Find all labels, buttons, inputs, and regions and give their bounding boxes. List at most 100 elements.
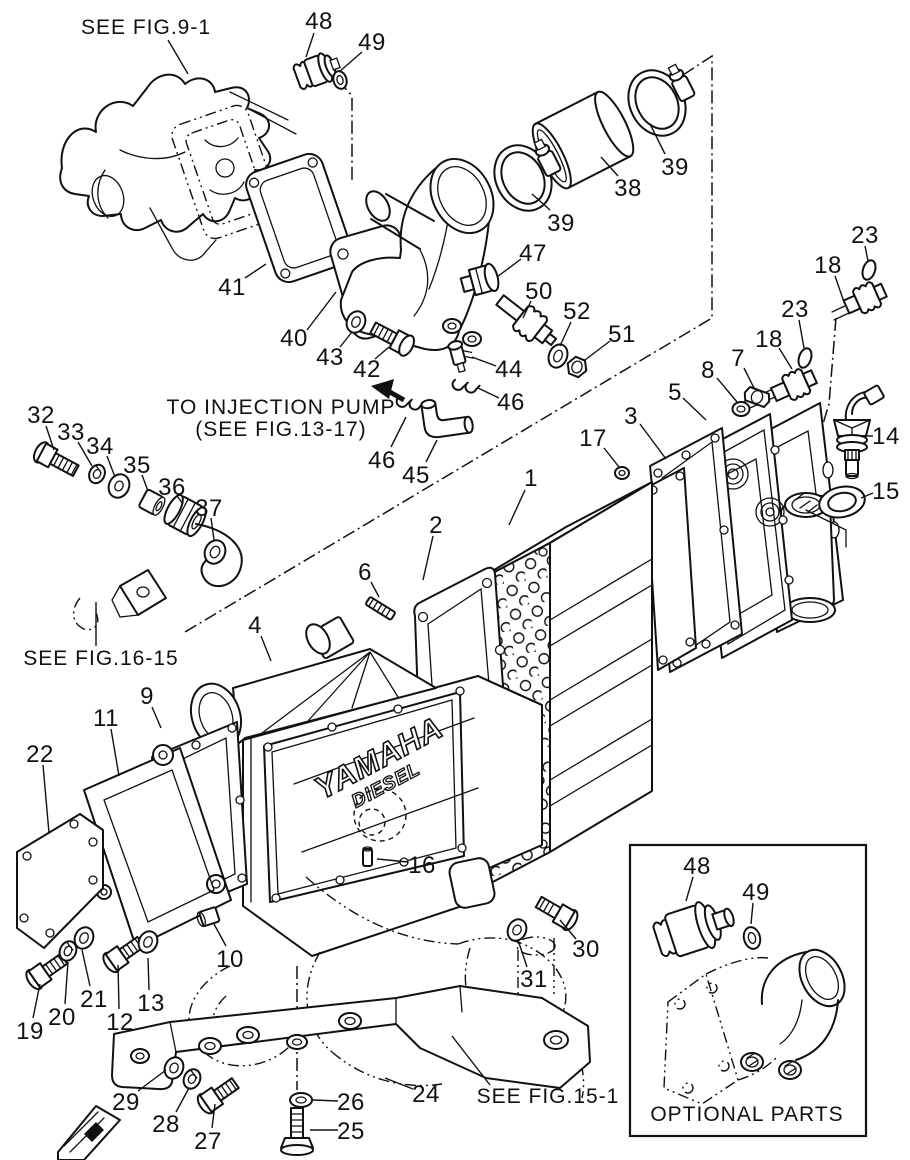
callout-leader-line <box>176 495 184 505</box>
part-number-callout: 14 <box>872 423 900 450</box>
part-number-callout: 19 <box>16 1018 44 1045</box>
gasket-15 <box>818 485 866 519</box>
callout-leader-line <box>531 193 551 211</box>
stud-6 <box>365 596 396 621</box>
spacer-35 <box>138 489 166 516</box>
callout-leader-line <box>151 706 162 729</box>
o-ring-23-top <box>861 259 877 281</box>
callout-leader-line <box>496 258 522 278</box>
corner-plate <box>57 1105 121 1160</box>
part-number-callout: 16 <box>408 852 436 879</box>
o-ring-17 <box>614 466 630 480</box>
bracket-24 <box>111 985 591 1091</box>
manifold-gasket-phantom <box>171 104 281 240</box>
callout-leader-line <box>743 367 755 389</box>
callout-leader-line <box>798 319 805 349</box>
part-number-callout: 1 <box>524 465 538 492</box>
callout-leader-line <box>45 425 55 451</box>
callout-leader-line <box>137 1069 167 1092</box>
part-number-callout: 15 <box>872 478 900 505</box>
fitting-18-top <box>831 281 888 321</box>
temp-sender-14 <box>833 384 885 480</box>
part-number-callout: 42 <box>353 356 381 383</box>
callout-leader-line <box>305 32 315 58</box>
exhaust-manifold-ref <box>59 73 297 261</box>
callout-leader-line <box>522 300 532 319</box>
part-number-callout: 6 <box>358 559 372 586</box>
part-number-callout: 20 <box>48 1004 76 1031</box>
part-number-callout: 29 <box>112 1089 140 1116</box>
callout-leader-line <box>211 1103 216 1129</box>
figure-note: SEE FIG.9-1 <box>81 16 211 39</box>
callout-leader-line <box>110 728 120 777</box>
callout-leader-line <box>508 489 526 526</box>
part-number-callout: 23 <box>851 222 879 249</box>
part-number-callout: 49 <box>358 29 386 56</box>
callout-leader-line <box>422 535 434 581</box>
callout-leader-line <box>213 923 227 947</box>
cover-22 <box>16 813 104 949</box>
callout-leader-line <box>374 346 390 360</box>
part-number-callout: 24 <box>412 1081 440 1108</box>
callout-leader-line <box>42 764 50 834</box>
callout-leader-line <box>376 858 409 863</box>
callout-leader-line <box>559 919 577 940</box>
hose-clamp-39-right <box>627 63 696 137</box>
callout-leader-line <box>682 397 707 421</box>
callout-leader-line <box>338 51 363 73</box>
callout-leader-line <box>716 377 738 403</box>
callout-leader-line <box>603 447 620 468</box>
washer-49-optional <box>742 926 762 950</box>
part-number-callout: 37 <box>195 495 223 522</box>
part-number-callout: 28 <box>152 1111 180 1138</box>
drain-pin-16 <box>362 846 373 867</box>
plug-10 <box>196 906 221 928</box>
callout-leader-line <box>517 939 528 968</box>
gasket-41 <box>245 152 353 284</box>
sensor-50 <box>495 294 558 347</box>
washer-21 <box>73 926 95 950</box>
callout-leader-line <box>477 387 500 399</box>
bolt-32 <box>33 441 80 477</box>
part-number-callout: 18 <box>814 252 842 279</box>
callout-leader-line <box>306 291 337 331</box>
figure-note: TO INJECTION PUMP <box>167 396 396 419</box>
thermostat-48-optional <box>652 901 735 958</box>
part-number-callout: 46 <box>368 447 396 474</box>
bracket-fig16-15 <box>73 569 167 631</box>
callout-leader-line <box>77 441 93 467</box>
callout-leader-line <box>860 492 874 499</box>
part-number-callout: 12 <box>106 1009 134 1036</box>
part-number-callout: 4 <box>248 612 262 639</box>
part-number-callout: 33 <box>57 419 85 446</box>
clip-46-upper <box>451 378 481 394</box>
nut-7 <box>743 386 771 408</box>
leader-lines <box>32 32 874 1131</box>
nut-51 <box>566 355 588 379</box>
figure-notes: SEE FIG.9-1 TO INJECTION PUMP(SEE FIG.13-… <box>23 16 843 1126</box>
part-number-callout: 2 <box>429 512 443 539</box>
callout-leader-line <box>864 245 869 262</box>
bolt-27 <box>196 1077 240 1115</box>
callout-leader-line <box>244 263 267 279</box>
part-number-callout: 27 <box>194 1128 222 1155</box>
part-number-callout: 48 <box>683 853 711 880</box>
part-number-callout: 43 <box>316 344 344 371</box>
figure-note: (SEE FIG.13-17) <box>195 418 366 441</box>
part-number-callout: 22 <box>26 741 54 768</box>
figure-note: OPTIONAL PARTS <box>650 1103 843 1126</box>
washer-52 <box>547 343 569 369</box>
bolt-47 <box>459 262 500 297</box>
bolt-42 <box>369 321 415 357</box>
callout-leader-line <box>600 156 619 177</box>
callout-leader-line <box>685 876 694 902</box>
callout-leader-line <box>106 455 116 478</box>
washer-28 <box>182 1068 202 1090</box>
callout-leader-line <box>834 275 845 303</box>
part-number-callout: 11 <box>93 705 119 732</box>
part-number-callout: 31 <box>520 966 548 993</box>
part-number-callout: 48 <box>305 8 333 35</box>
clip-46-lower <box>395 395 425 411</box>
